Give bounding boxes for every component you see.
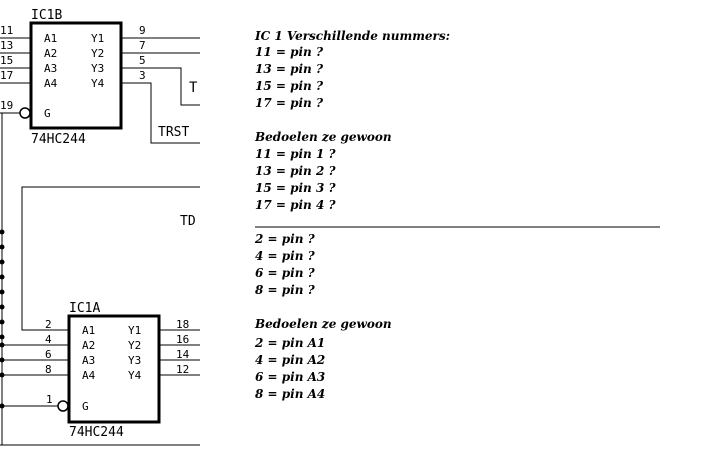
ic-top-input-label-3: A3 [44,62,57,75]
junction-dot [0,289,5,295]
notes-block2-line: 17 = pin 4 ? [255,198,336,212]
ic-bottom-output-label-2: Y2 [128,339,141,352]
notes-block2-line: 13 = pin 2 ? [255,164,336,178]
notes-block4-line: 8 = pin A4 [255,387,325,401]
ic-top-pin-out-3: 5 [139,54,146,67]
ic-bottom-pin-out-3: 14 [176,348,190,361]
notes-block4-line: 6 = pin A3 [255,370,325,384]
notes-subheading-1: Bedoelen ze gewoon [254,130,392,144]
ic-bottom-output-label-1: Y1 [128,324,141,337]
net-label-trst: TRST [158,125,189,140]
junction-dot [0,372,5,378]
ic-bottom-input-label-1: A1 [82,324,95,337]
ic-top-part: 74HC244 [31,132,86,147]
notes-block3-line: 4 = pin ? [255,249,316,263]
ic-bottom-pin-enable: 1 [46,393,53,406]
ic-bottom-output-label-4: Y4 [128,369,142,382]
notes-block3-line: 8 = pin ? [255,283,316,297]
junction-dot [0,244,5,250]
ic-bottom-enable-bubble [57,400,69,412]
junction-dot [0,342,5,348]
net-label-td: TD [180,214,196,229]
notes-block1-line: 13 = pin ? [255,62,324,76]
bus-junctions [0,229,5,409]
ic-top-output-label-1: Y1 [91,32,104,45]
notes-block3-line: 2 = pin ? [254,232,316,246]
ic-bottom-pin-out-2: 16 [176,333,189,346]
notes-block4-line: 4 = pin A2 [255,353,325,367]
junction-dot [0,259,5,265]
ic-top-output-wire-4 [121,82,200,144]
ic-bottom-name: IC1A [69,301,100,316]
ic-top-pin-enable: 19 [0,99,13,112]
net-label-t: T [189,80,198,96]
junction-dot [0,403,5,409]
ic-top-output-label-2: Y2 [91,47,104,60]
ic-bottom-input-label-4: A4 [82,369,96,382]
ic-bottom-enable-label: G [82,400,89,413]
ic-top-pin-in-2: 13 [0,39,13,52]
ic-top-pin-in-1: 11 [0,24,13,37]
ic-bottom-output-label-3: Y3 [128,354,141,367]
ic-bottom-pin-in-2: 4 [45,333,52,346]
ic-top-pin-out-2: 7 [139,39,146,52]
notes-block2-line: 15 = pin 3 ? [255,181,336,195]
ic-top-pin-out-4: 3 [139,69,146,82]
notes-heading: IC 1 Verschillende nummers: [254,29,450,43]
notes-block2-line: 11 = pin 1 ? [255,147,336,161]
ic-bottom-part: 74HC244 [69,425,124,440]
notes-block1-line: 17 = pin ? [255,96,324,110]
ic-bottom-body [67,314,161,424]
junction-dot [0,334,5,340]
notes-block3-line: 6 = pin ? [255,266,316,280]
ic-top-name: IC1B [31,8,62,23]
notes-subheading-2: Bedoelen ze gewoon [254,317,392,331]
ic-top-enable-label: G [44,107,51,120]
notes-block4-line: 2 = pin A1 [254,336,325,350]
ic-bottom-pin-in-1: 2 [45,318,52,331]
ic-top-output-wire-3 [121,67,200,106]
junction-dot [0,357,5,363]
td-wire [21,186,200,331]
ic-top-enable-bubble [19,107,31,119]
junction-dot [0,229,5,235]
ic-bottom-pin-in-3: 6 [45,348,52,361]
ic-bottom-pin-out-1: 18 [176,318,189,331]
notes-block1-line: 11 = pin ? [255,45,324,59]
junction-dot [0,274,5,280]
ic-top-input-label-1: A1 [44,32,57,45]
ic-top-body [29,21,123,130]
ic-top-input-label-2: A2 [44,47,57,60]
ic-bottom-input-label-2: A2 [82,339,95,352]
junction-dot [0,319,5,325]
ic-top-output-label-4: Y4 [91,77,105,90]
notes-block1-line: 15 = pin ? [255,79,324,93]
ic-top-pin-in-3: 15 [0,54,13,67]
ic-bottom-pin-out-4: 12 [176,363,189,376]
ic-top-pin-out-1: 9 [139,24,146,37]
ic-top-pin-in-4: 17 [0,69,13,82]
ic-top-output-label-3: Y3 [91,62,104,75]
ic-bottom-input-label-3: A3 [82,354,95,367]
junction-dot [0,304,5,310]
ic-top-input-label-4: A4 [44,77,58,90]
ic-bottom-pin-in-4: 8 [45,363,52,376]
